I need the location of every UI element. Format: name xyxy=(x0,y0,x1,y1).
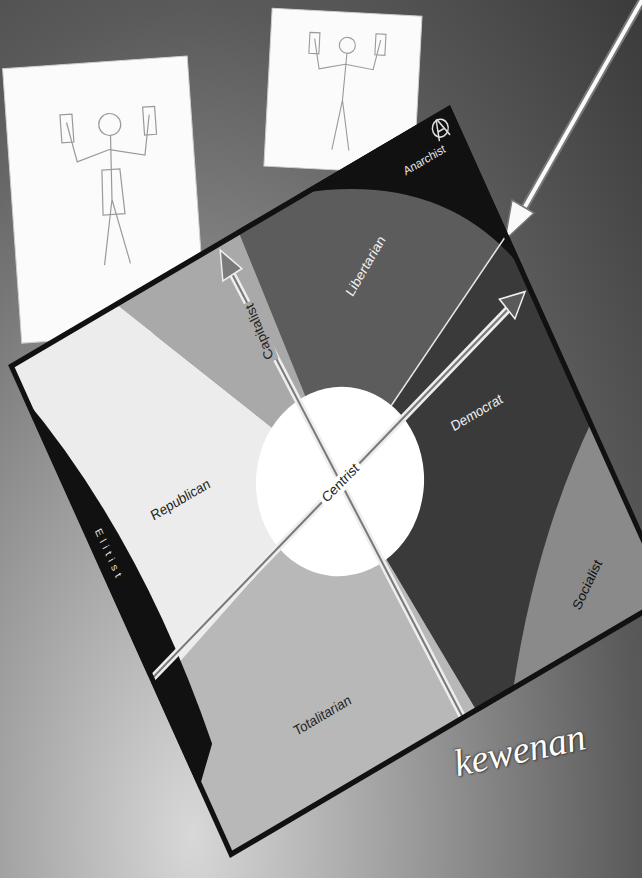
elitist-band xyxy=(21,376,230,789)
pointer-arrow xyxy=(505,0,642,240)
vertical-axis xyxy=(211,235,464,740)
chart-frame xyxy=(8,105,642,858)
horizontal-axis xyxy=(87,286,585,681)
centrist-circle xyxy=(227,353,453,609)
overlay-word: kewenan xyxy=(450,714,589,785)
